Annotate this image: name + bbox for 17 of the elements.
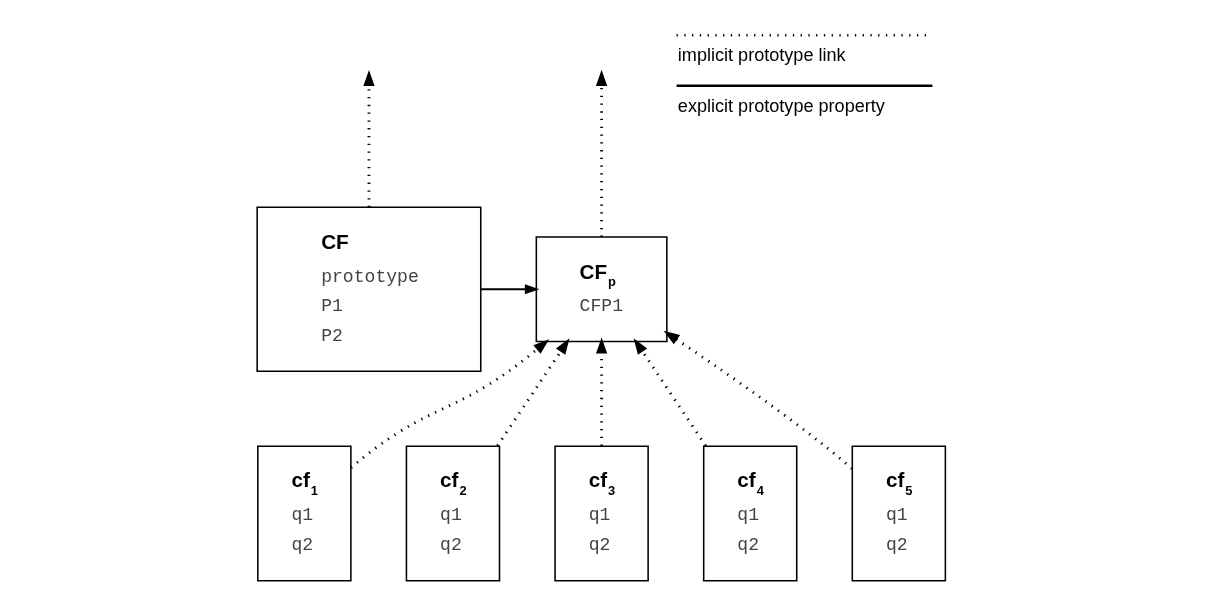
arrow bbox=[481, 284, 540, 295]
arrow bbox=[350, 339, 550, 469]
node-box: cf$_{5}$ q1 q2 bbox=[851, 445, 947, 582]
arrow bbox=[663, 330, 853, 470]
arrow bbox=[496, 338, 570, 447]
arrow bbox=[363, 69, 375, 208]
node-box: cf$_{4}$ q1 q2 bbox=[702, 445, 798, 582]
legend-label: explicit prototype property bbox=[677, 95, 885, 116]
arrow bbox=[595, 69, 608, 237]
arrow bbox=[633, 338, 707, 447]
node-box: cf$_{2}$ q1 q2 bbox=[405, 445, 501, 582]
arrow bbox=[595, 337, 608, 446]
node-box: CF$_{p}$ CFP1 bbox=[535, 236, 668, 343]
node-box: CF prototype P1 P2 bbox=[256, 206, 482, 373]
node-box: cf$_{3}$ q1 q2 bbox=[554, 445, 649, 582]
node-box: cf$_{1}$ q1 q2 bbox=[257, 445, 352, 582]
legend-label: implicit prototype link bbox=[677, 45, 846, 66]
